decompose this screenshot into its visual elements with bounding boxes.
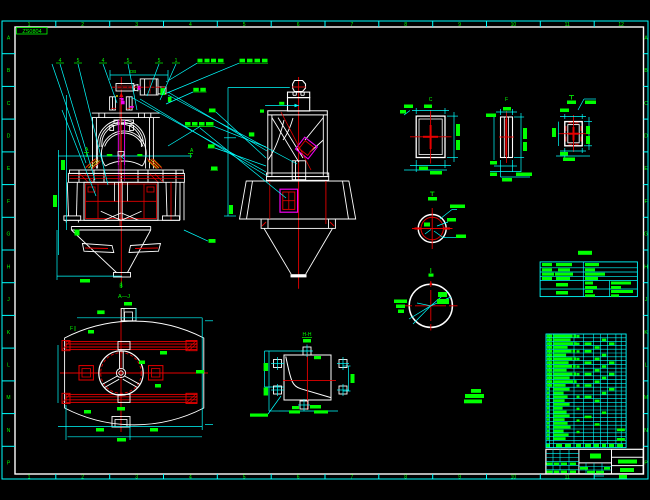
svg-text:A: A <box>7 36 11 42</box>
svg-text:B: B <box>644 68 648 74</box>
svg-text:3: 3 <box>135 475 138 481</box>
svg-text:9: 9 <box>458 22 461 28</box>
svg-text:P: P <box>7 461 11 467</box>
svg-text:J: J <box>645 297 648 303</box>
svg-text:M: M <box>6 395 10 401</box>
svg-text:4: 4 <box>189 475 192 481</box>
svg-text:5: 5 <box>127 58 130 64</box>
svg-text:C: C <box>7 101 11 107</box>
svg-text:6: 6 <box>297 475 300 481</box>
svg-text:D: D <box>7 134 11 140</box>
svg-text:B: B <box>7 68 11 74</box>
svg-text:11: 11 <box>565 22 570 28</box>
svg-text:K: K <box>644 330 648 336</box>
svg-text:5: 5 <box>243 475 246 481</box>
svg-text:1: 1 <box>28 22 31 28</box>
svg-text:N: N <box>7 428 11 434</box>
svg-text:10: 10 <box>511 475 517 481</box>
svg-text:5: 5 <box>243 22 246 28</box>
svg-text:N: N <box>644 428 648 434</box>
svg-text:G: G <box>7 232 11 238</box>
svg-text:3: 3 <box>135 22 138 28</box>
svg-text:H: H <box>644 264 648 270</box>
svg-text:7: 7 <box>351 22 354 28</box>
svg-text:K: K <box>7 330 11 336</box>
svg-text:5: 5 <box>158 58 161 64</box>
svg-text:L: L <box>645 363 648 369</box>
svg-text:C: C <box>429 97 433 103</box>
svg-text:A: A <box>85 147 89 153</box>
svg-text:H: H <box>7 264 11 270</box>
svg-text:ZS0804: ZS0804 <box>22 29 41 35</box>
svg-text:10: 10 <box>511 22 517 28</box>
svg-text:A—J: A—J <box>118 294 130 300</box>
svg-text:C: C <box>644 101 648 107</box>
svg-text:DB: DB <box>130 69 136 74</box>
svg-text:F: F <box>70 326 73 332</box>
svg-text:4: 4 <box>102 58 105 64</box>
svg-text:2: 2 <box>81 22 84 28</box>
svg-text:6: 6 <box>297 22 300 28</box>
svg-text:A: A <box>190 148 194 154</box>
svg-text:E: E <box>7 166 11 172</box>
svg-text:P: P <box>644 461 648 467</box>
svg-text:H-H: H-H <box>303 332 312 338</box>
svg-text:5: 5 <box>77 58 80 64</box>
svg-text:8: 8 <box>404 22 407 28</box>
svg-text:4: 4 <box>59 58 62 64</box>
svg-text:11: 11 <box>565 475 570 481</box>
svg-text:8: 8 <box>404 475 407 481</box>
svg-text:E: E <box>644 166 648 172</box>
svg-text:F: F <box>7 199 10 205</box>
svg-text:1: 1 <box>28 475 31 481</box>
svg-text:L: L <box>7 363 10 369</box>
svg-text:J: J <box>7 297 10 303</box>
svg-text:1: 1 <box>175 58 178 64</box>
svg-text:A: A <box>644 36 648 42</box>
svg-text:M: M <box>644 395 648 401</box>
svg-text:2: 2 <box>81 475 84 481</box>
svg-text:G: G <box>644 232 648 238</box>
svg-text:F: F <box>505 97 508 103</box>
svg-text:F: F <box>644 199 647 205</box>
svg-text:4: 4 <box>189 22 192 28</box>
svg-text:12: 12 <box>618 22 624 28</box>
svg-text:9: 9 <box>458 475 461 481</box>
svg-text:D: D <box>644 134 648 140</box>
svg-text:7: 7 <box>351 475 354 481</box>
